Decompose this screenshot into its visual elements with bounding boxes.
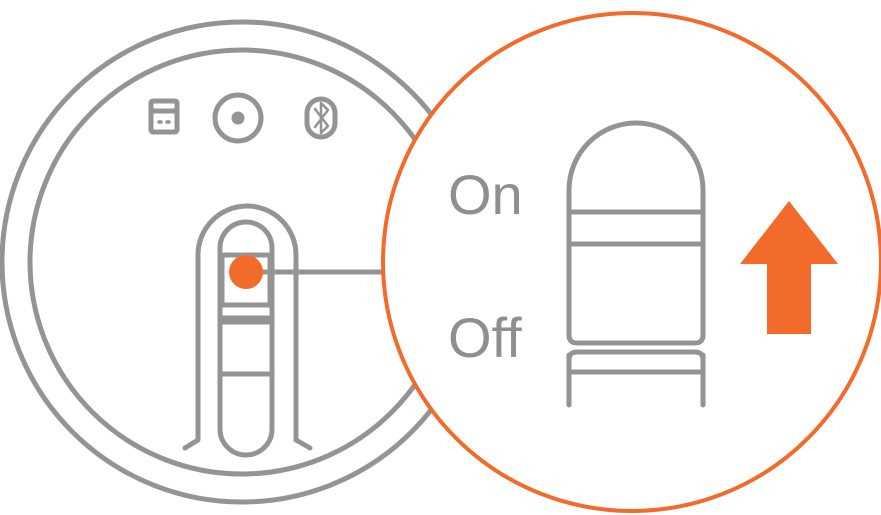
switch-housing <box>182 203 313 451</box>
usb-receiver-icon <box>148 98 180 135</box>
switch-indicator-dot <box>229 255 263 289</box>
zoomed-switch-base <box>566 349 706 408</box>
off-label: Off <box>448 306 522 369</box>
zoomed-switch-knob <box>566 120 706 346</box>
bluetooth-icon <box>304 96 338 140</box>
zoom-view: On Off <box>381 11 881 513</box>
callout <box>229 255 395 289</box>
on-label: On <box>448 163 523 226</box>
arrow-up-icon <box>740 201 838 334</box>
zoom-circle <box>381 11 881 513</box>
switch-slider-track <box>217 219 275 458</box>
zoomed-switch <box>566 120 706 408</box>
connect-button-icon <box>212 92 264 144</box>
